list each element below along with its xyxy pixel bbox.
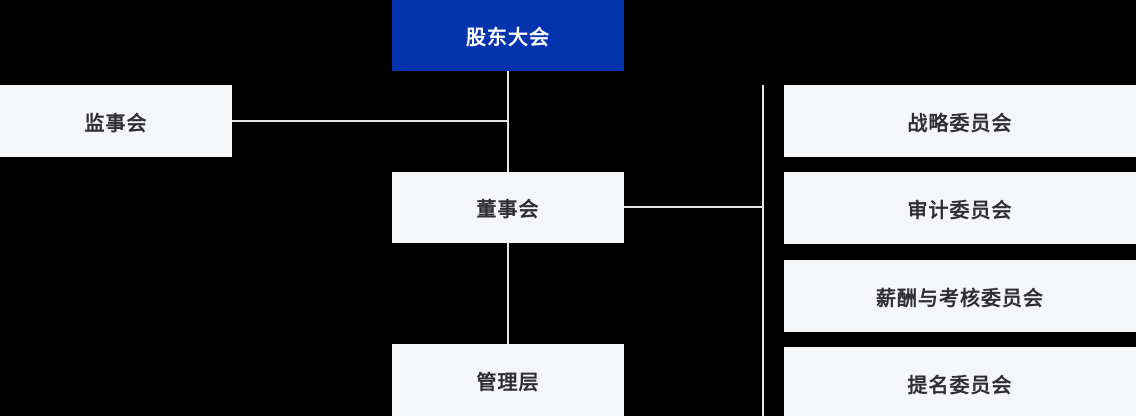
node-audit-committee-label: 审计委员会 (907, 199, 1013, 222)
connector-board-to-committees (624, 206, 763, 208)
node-shareholders-meeting-label: 股东大会 (466, 27, 550, 49)
node-supervisory-board-label: 监事会 (84, 112, 148, 135)
node-audit-committee: 审计委员会 (784, 172, 1136, 244)
node-remuneration-assessment-committee-label: 薪酬与考核委员会 (876, 287, 1044, 310)
node-remuneration-assessment-committee: 薪酬与考核委员会 (784, 260, 1136, 332)
connector-shareholders-to-board (507, 71, 509, 172)
node-board-of-directors-label: 董事会 (476, 199, 540, 221)
node-management: 管理层 (392, 344, 624, 416)
connector-board-to-management (507, 243, 509, 344)
node-shareholders-meeting: 股东大会 (392, 0, 624, 71)
node-nomination-committee: 提名委员会 (784, 347, 1136, 416)
node-strategy-committee: 战略委员会 (784, 85, 1136, 157)
node-nomination-committee-label: 提名委员会 (907, 374, 1013, 397)
node-management-label: 管理层 (476, 371, 540, 394)
connector-committees-trunk (762, 85, 764, 416)
node-strategy-committee-label: 战略委员会 (907, 112, 1013, 135)
connector-supervisory-to-trunk (232, 120, 508, 122)
node-supervisory-board: 监事会 (0, 85, 232, 157)
node-board-of-directors: 董事会 (392, 172, 624, 243)
